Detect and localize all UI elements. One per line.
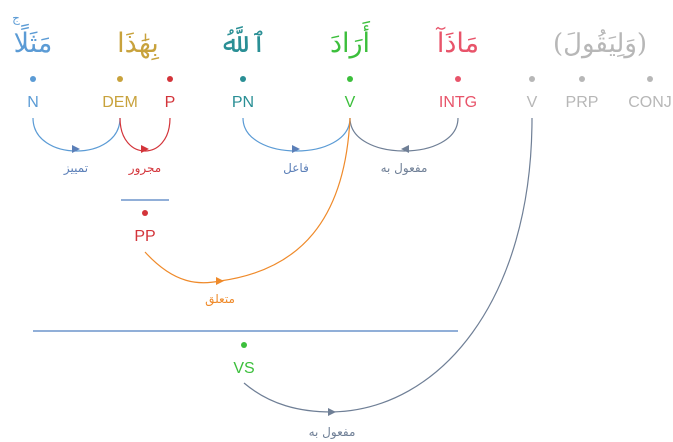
label-majrur: مجرور — [128, 161, 161, 176]
tag-v2: V — [527, 94, 538, 111]
arc-fail — [242, 117, 351, 152]
word-allah: ٱللَّهُ — [219, 25, 266, 59]
tag-dem: DEM — [102, 94, 138, 111]
label-mutaalliq: متعلق — [205, 292, 235, 307]
dot-v — [347, 76, 353, 82]
word-madha: مَاذَآ — [436, 26, 479, 59]
dot-pp — [142, 210, 148, 216]
dot-p — [167, 76, 173, 82]
dot-intg — [455, 76, 461, 82]
dot-prp — [579, 76, 585, 82]
arc-fail-arrowhead — [292, 145, 300, 153]
tag-vs: VS — [233, 360, 254, 377]
word-arada: أَرَادَ — [330, 20, 371, 59]
label-tamyiz: تمييز — [63, 161, 88, 176]
label-mafool-1: مفعول به — [381, 161, 428, 176]
arc-mutaalliq-arrowhead — [216, 277, 224, 285]
arc-mafool-2-arrowhead — [328, 408, 336, 416]
tag-v: V — [345, 94, 356, 111]
arc-tamyiz-arrowhead — [72, 145, 80, 153]
word-wayaqulu: (وَلِيَقُولَ) — [553, 29, 647, 59]
dot-v2 — [529, 76, 535, 82]
tag-conj: CONJ — [628, 94, 672, 111]
dot-vs — [241, 342, 247, 348]
arc-majrur-arrowhead — [141, 145, 149, 153]
dot-n — [30, 76, 36, 82]
tag-n: N — [27, 94, 39, 111]
arc-mafool-2 — [243, 117, 533, 413]
word-mathalan-superscript: ج — [12, 11, 20, 25]
tag-intg: INTG — [439, 94, 477, 111]
tag-p: P — [165, 94, 176, 111]
dot-dem — [117, 76, 123, 82]
arc-mafool-1 — [349, 117, 459, 152]
word-bihadha: بِهَٰذَا — [117, 28, 159, 61]
arc-mutaalliq — [144, 117, 351, 284]
tag-pn: PN — [232, 94, 254, 111]
dot-pn — [240, 76, 246, 82]
arc-majrur — [119, 117, 171, 152]
word-mathalan: مَثَلًا — [14, 23, 53, 59]
label-fail: فاعل — [283, 161, 309, 175]
dot-conj — [647, 76, 653, 82]
arc-mafool-1-arrowhead — [401, 145, 409, 153]
tag-prp: PRP — [566, 94, 599, 111]
tag-pp: PP — [134, 228, 155, 245]
label-mafool-2: مفعول به — [309, 425, 356, 440]
arc-tamyiz — [32, 117, 121, 152]
